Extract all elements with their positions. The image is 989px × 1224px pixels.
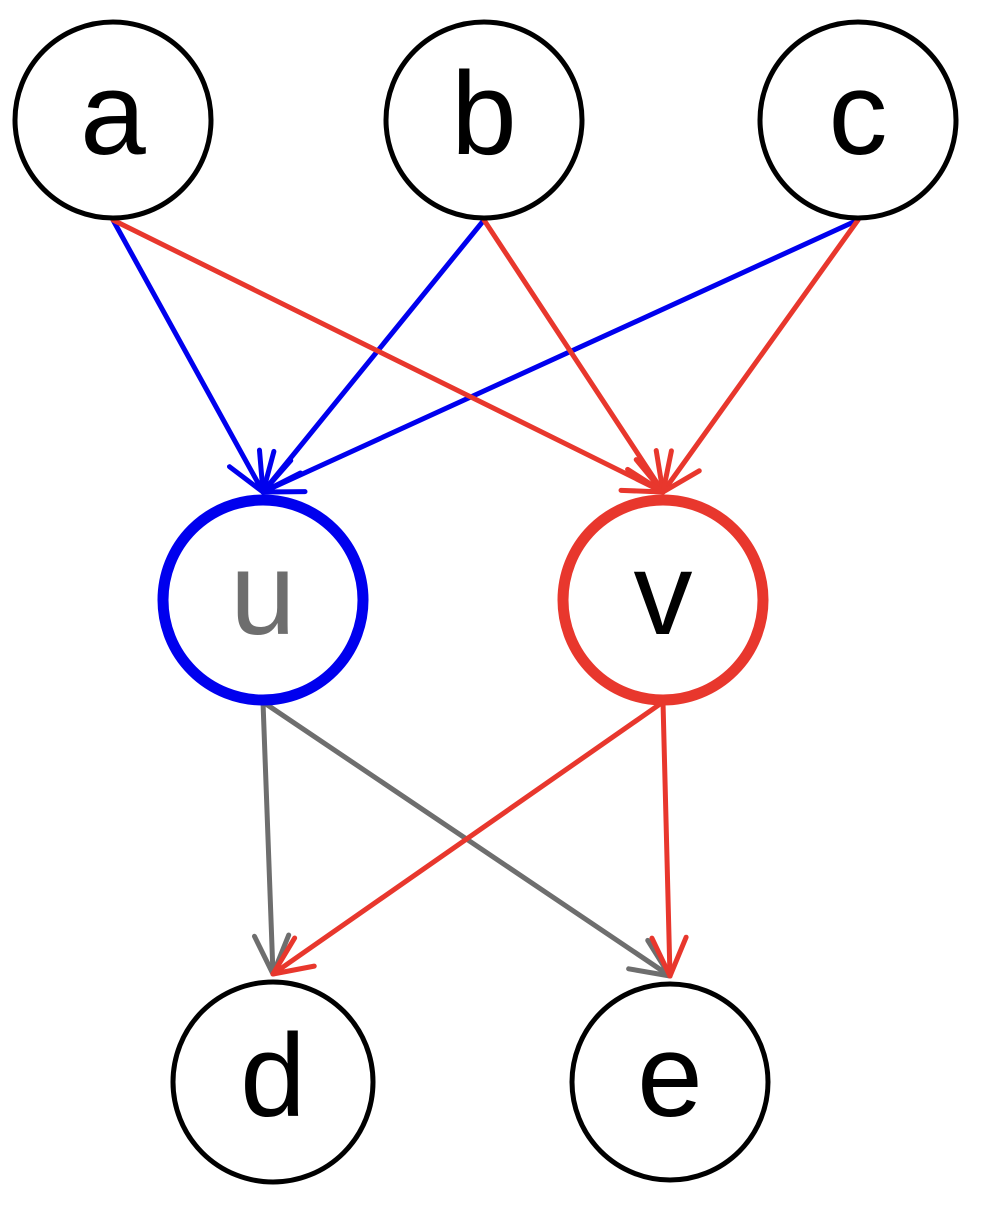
node-circle-e (569, 981, 771, 1183)
node-b: b (383, 19, 585, 221)
node-circle-b (383, 19, 585, 221)
edge-a-v (110, 217, 666, 495)
edge-line-a-u (110, 217, 266, 495)
node-circle-u (157, 494, 369, 706)
edges-layer (110, 217, 861, 979)
node-u: u (157, 494, 369, 706)
edge-v-d (270, 699, 666, 977)
arrowhead-c-u (260, 457, 308, 495)
edge-line-b-v (481, 217, 666, 495)
edge-line-v-e (660, 699, 673, 979)
edge-line-c-u (260, 217, 861, 495)
edge-line-a-v (110, 217, 666, 495)
edge-line-u-d (260, 699, 276, 977)
edge-line-b-u (260, 217, 487, 495)
node-circle-d (170, 979, 376, 1185)
edge-b-v (481, 217, 666, 495)
arrowhead-v-d (270, 935, 317, 977)
edge-v-e (649, 699, 689, 979)
node-d: d (170, 979, 376, 1185)
arrowhead-c-v (660, 448, 702, 495)
node-label-v: v (634, 528, 693, 660)
nodes-layer: a b c u v d e (12, 19, 959, 1185)
edge-a-u (110, 217, 266, 495)
node-label-e: e (637, 1010, 703, 1142)
arrowhead-a-u (226, 447, 266, 495)
node-label-c: c (829, 48, 888, 180)
node-label-b: b (451, 48, 517, 180)
edge-u-d (251, 699, 292, 977)
node-c: c (757, 19, 959, 221)
edge-line-c-v (660, 217, 861, 495)
node-label-d: d (240, 1010, 306, 1142)
arrowhead-v-e (649, 934, 689, 979)
node-label-a: a (80, 48, 146, 180)
node-circle-v (557, 494, 769, 706)
node-e: e (569, 981, 771, 1183)
node-circle-a (12, 19, 214, 221)
node-a: a (12, 19, 214, 221)
node-v: v (557, 494, 769, 706)
edge-c-v (660, 217, 861, 495)
edge-b-u (260, 217, 487, 495)
edge-c-u (260, 217, 861, 495)
node-circle-c (757, 19, 959, 221)
edge-line-v-d (270, 699, 666, 977)
node-label-u: u (230, 528, 296, 660)
